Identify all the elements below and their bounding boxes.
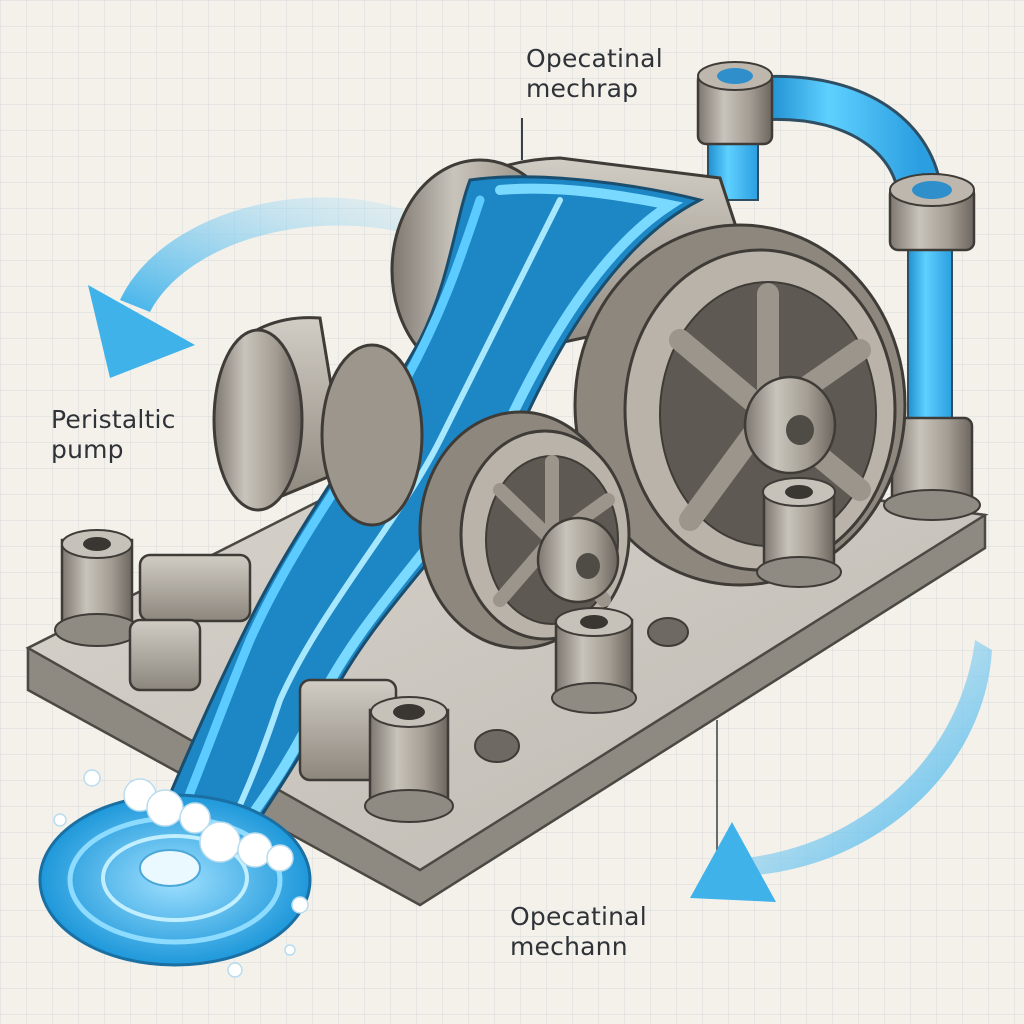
post-left-front xyxy=(54,529,140,647)
flow-arrow-bottom-right xyxy=(690,640,992,902)
front-left-roller xyxy=(212,316,424,527)
foam-splash xyxy=(53,769,309,978)
fitting-top-right xyxy=(888,173,976,252)
label-peristaltic-pump: Peristaltic pump xyxy=(51,405,176,465)
idler-wheel xyxy=(418,410,631,650)
fitting-top-left xyxy=(696,61,774,146)
post-left-connector xyxy=(128,553,252,692)
post-right xyxy=(756,477,842,588)
flow-arrow-top-left xyxy=(88,197,405,378)
label-left-line2: pump xyxy=(51,435,124,464)
label-left-line1: Peristaltic xyxy=(51,405,176,434)
post-center-right xyxy=(551,607,637,714)
label-bottom-line2: mechann xyxy=(510,932,628,961)
label-operational-mechanism-bottom: Opecatinal mechann xyxy=(510,902,647,962)
label-top-line2: mechrap xyxy=(526,74,639,103)
post-center-front xyxy=(298,678,454,823)
fitting-lower-right xyxy=(883,416,981,521)
label-bottom-line1: Opecatinal xyxy=(510,902,647,931)
label-top-line1: Opecatinal xyxy=(526,44,663,73)
label-operational-mechanism-top: Opecatinal mechrap xyxy=(526,44,663,104)
